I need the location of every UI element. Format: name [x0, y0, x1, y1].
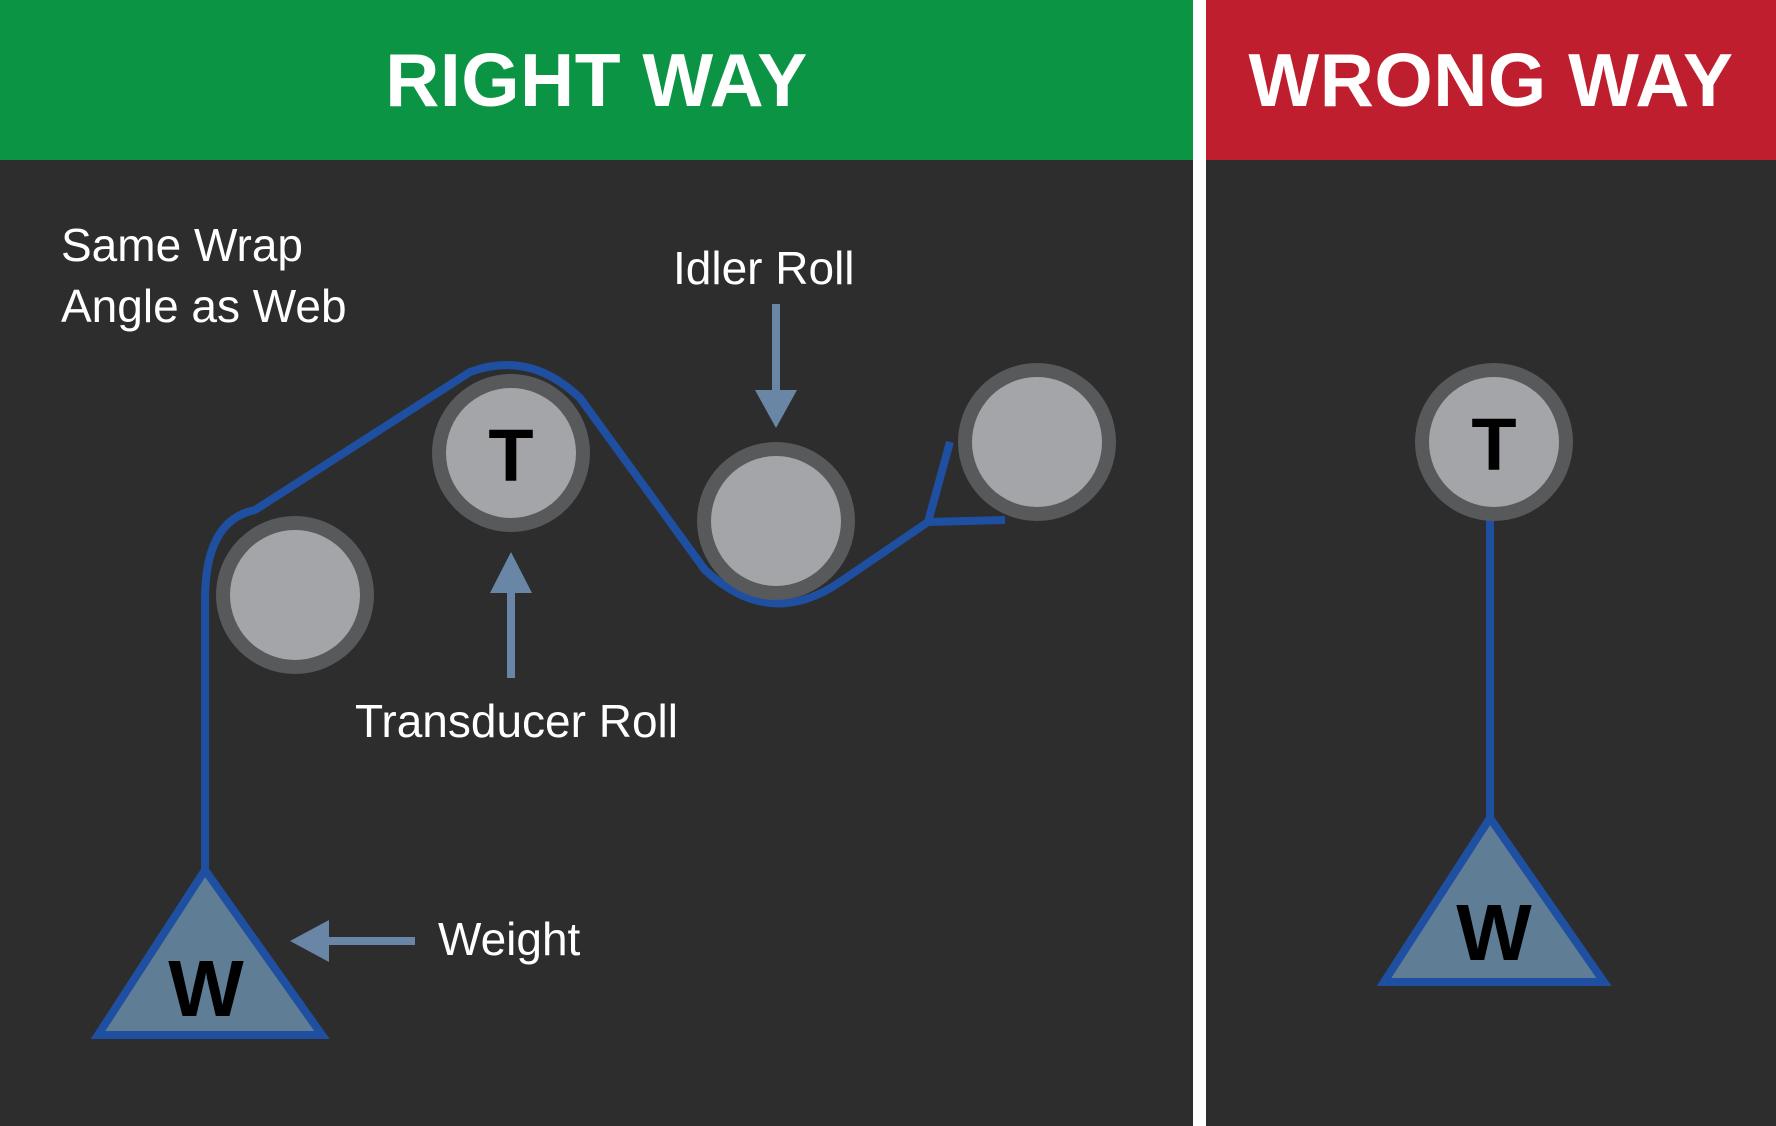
wrong-way-weight-icon	[1376, 810, 1612, 986]
weight-label: Weight	[438, 913, 581, 965]
transducer-roll-letter: T	[488, 414, 533, 497]
right-way-header: RIGHT WAY	[0, 0, 1193, 160]
weight-icon	[90, 862, 330, 1039]
transducer-roll-label: Transducer Roll	[355, 695, 678, 747]
wrong-way-header: WRONG WAY	[1206, 0, 1776, 160]
same-wrap-label-line2: Angle as Web	[61, 280, 347, 332]
wrong-way-weight-letter: W	[1456, 888, 1532, 977]
right-roll-icon	[958, 363, 1116, 521]
transducer-roll-arrow-icon	[490, 552, 532, 678]
wrong-way-panel: WRONG WAY	[1206, 0, 1776, 1126]
web-line	[201, 361, 1006, 868]
wrong-way-transducer-roll-icon	[1415, 363, 1573, 521]
transducer-roll-icon	[432, 374, 590, 532]
idler-roll-label: Idler Roll	[673, 242, 855, 294]
same-wrap-label-line1: Same Wrap	[61, 219, 303, 271]
idler-roll-arrow-icon	[755, 304, 797, 428]
weight-arrow-icon	[290, 920, 415, 962]
left-roll-icon	[216, 516, 374, 674]
weight-letter: W	[168, 944, 244, 1033]
wrong-way-transducer-letter: T	[1471, 403, 1516, 486]
idler-roll-icon	[697, 442, 855, 600]
